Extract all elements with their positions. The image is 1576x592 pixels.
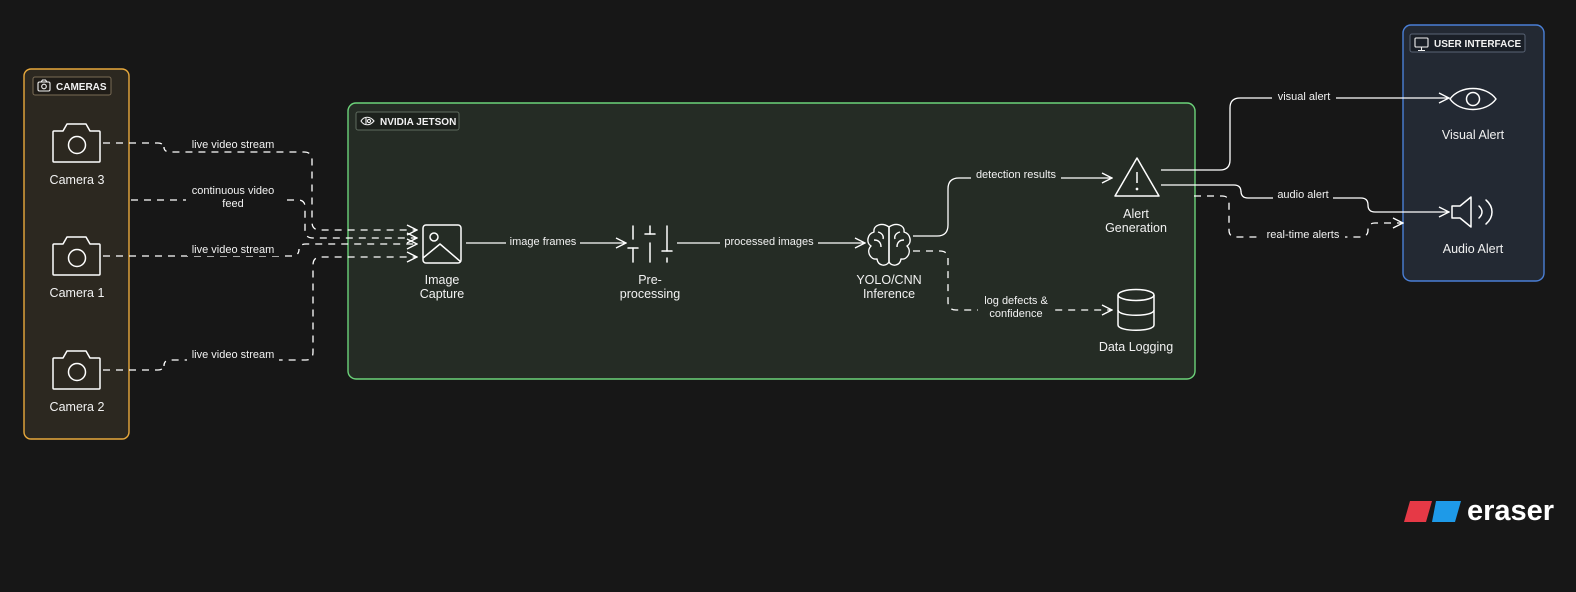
edge-label-image-frames: image frames [510,236,577,248]
edge-label-cam1-stream: live video stream [192,244,275,256]
node-inference[interactable]: YOLO/CNN Inference [856,223,922,301]
node-preprocessing-line2: processing [620,287,680,301]
monitor-icon [1414,37,1429,52]
node-audio-alert[interactable]: Audio Alert [1443,196,1504,256]
node-inference-line2: Inference [863,287,915,301]
camera-icon [52,236,101,276]
logo-mark-red [1404,501,1432,522]
node-camera2-label: Camera 2 [50,400,105,414]
node-data-logging-label: Data Logging [1099,340,1173,354]
ui-group-label: USER INTERFACE [1434,39,1522,50]
node-visual-alert[interactable]: Visual Alert [1442,87,1505,143]
speaker-icon [1451,196,1493,228]
node-alert-generation-line1: Alert [1123,207,1149,221]
edge-label-audio-alert: audio alert [1277,189,1328,201]
edge-log-defects [913,250,1112,310]
node-alert-generation-line2: Generation [1105,221,1167,235]
node-image-capture-line1: Image [425,273,460,287]
edge-label-continuous-1: continuous video [192,185,275,197]
cameras-group[interactable]: CAMERAS [23,68,130,440]
node-camera2[interactable]: Camera 2 [50,350,105,414]
jetson-group-label: NVIDIA JETSON [380,117,456,128]
node-camera3-label: Camera 3 [50,173,105,187]
edge-detection-results [913,178,1112,237]
camera-icon [37,79,51,92]
edge-continuous-feed [131,199,417,238]
nvidia-icon [360,116,375,126]
edge-audio-alert [1161,184,1449,212]
cameras-group-tag: CAMERAS [32,76,112,96]
eraser-logo: eraser [1404,495,1554,527]
node-camera3[interactable]: Camera 3 [50,123,105,187]
edge-label-continuous-2: feed [222,198,243,210]
node-data-logging[interactable]: Data Logging [1099,288,1173,355]
database-icon [1117,288,1155,331]
edge-label-log-1: log defects & [984,295,1048,307]
brand-name: eraser [1467,495,1554,527]
node-camera1[interactable]: Camera 1 [50,236,105,300]
node-camera1-label: Camera 1 [50,286,105,300]
edge-labels: live video stream continuous video feed … [186,89,1345,361]
edge-label-log-2: confidence [989,308,1042,320]
edge-label-processed-images: processed images [724,236,814,248]
node-audio-alert-label: Audio Alert [1443,242,1504,256]
node-preprocessing[interactable]: Pre- processing [620,225,680,301]
camera-icon [52,123,101,163]
edge-cam1-stream [103,244,417,257]
cameras-group-label: CAMERAS [56,82,107,93]
eye-icon [1449,87,1497,111]
warning-icon [1114,157,1160,197]
logo-mark-blue [1432,501,1461,522]
image-icon [422,224,462,264]
edge-label-visual-alert: visual alert [1278,91,1331,103]
edge-label-cam3-stream: live video stream [192,139,275,151]
jetson-group-tag: NVIDIA JETSON [355,111,460,131]
node-inference-line1: YOLO/CNN [856,273,921,287]
edge-visual-alert [1161,98,1449,171]
sliders-icon [627,225,673,263]
node-preprocessing-line1: Pre- [638,273,662,287]
node-image-capture-line2: Capture [420,287,465,301]
edge-label-realtime-alerts: real-time alerts [1267,229,1340,241]
node-alert-generation[interactable]: Alert Generation [1105,157,1167,235]
node-image-capture[interactable]: Image Capture [420,224,465,301]
ui-group[interactable]: USER INTERFACE [1402,24,1545,282]
ui-group-tag: USER INTERFACE [1409,33,1526,53]
camera-icon [52,350,101,390]
edge-label-cam2-stream: live video stream [192,349,275,361]
edge-cam3-stream [103,142,417,230]
edge-label-detection-results: detection results [976,169,1057,181]
node-visual-alert-label: Visual Alert [1442,128,1505,142]
brain-icon [867,223,911,266]
